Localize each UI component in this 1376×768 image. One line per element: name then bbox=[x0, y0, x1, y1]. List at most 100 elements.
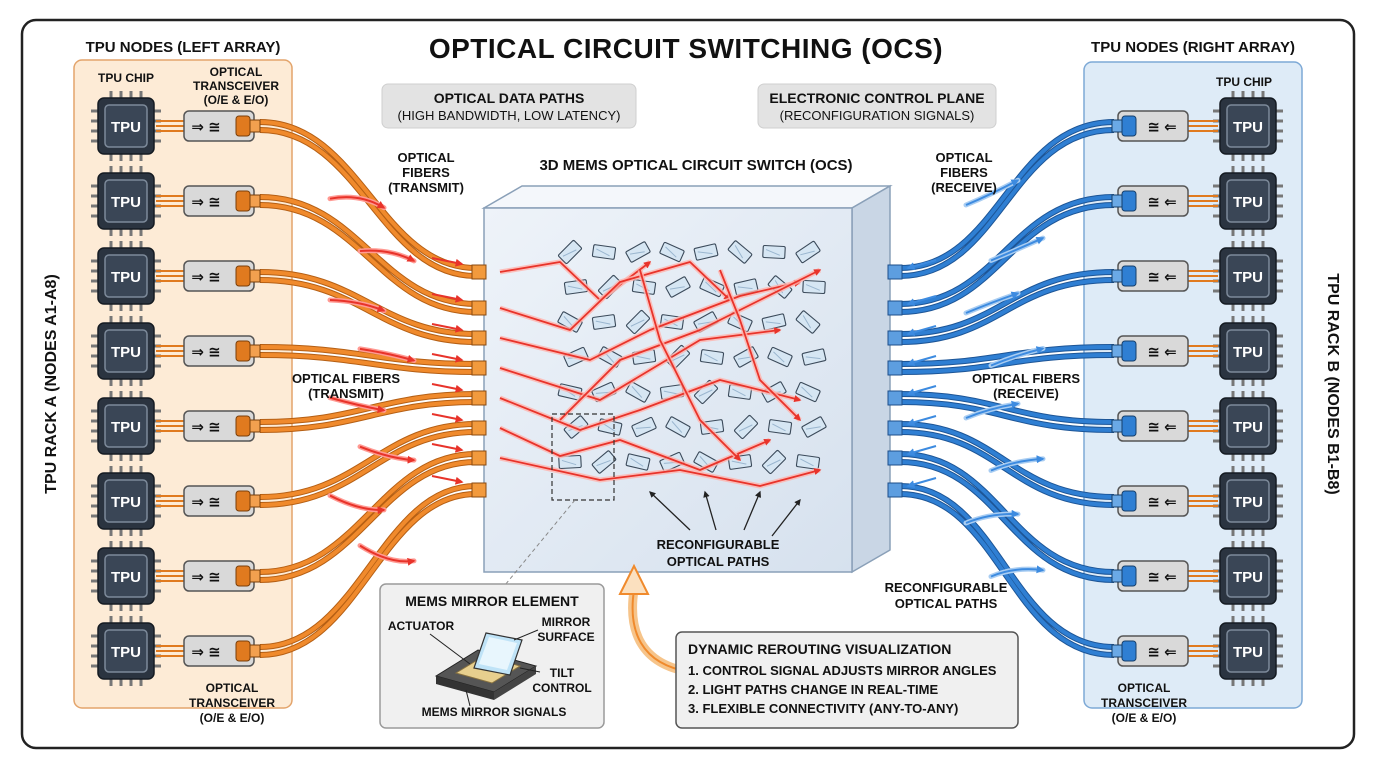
mems-mirror bbox=[665, 416, 691, 438]
switch-port-right bbox=[887, 450, 903, 466]
right-fiber-label-mid-1: OPTICAL FIBERS bbox=[972, 371, 1080, 386]
transceiver-glyph: ≅ ⇐ bbox=[1147, 269, 1176, 286]
switch-port-left bbox=[471, 482, 487, 498]
mems-mirror bbox=[665, 276, 691, 298]
port-arrow bbox=[906, 355, 937, 367]
mems-mirror bbox=[626, 310, 650, 334]
tpu-chip-icon: TPU bbox=[1213, 541, 1283, 611]
highlight-leader bbox=[504, 499, 576, 586]
tilt-control-label-1: TILT bbox=[550, 666, 575, 680]
transceiver-glyph: ≅ ⇐ bbox=[1147, 119, 1176, 136]
left-transceiver-label-1: OPTICAL bbox=[210, 65, 263, 79]
optical-transceiver-icon: ⇒ ≅ bbox=[183, 635, 261, 667]
right-fiber-label-top-3: (RECEIVE) bbox=[931, 180, 997, 195]
receive-arrow bbox=[965, 509, 1020, 524]
port-arrow bbox=[431, 413, 464, 423]
light-path bbox=[559, 269, 822, 421]
optical-transceiver-icon: ≅ ⇐ bbox=[1111, 335, 1189, 367]
mems-mirror bbox=[727, 240, 753, 264]
data-paths-subtitle: (HIGH BANDWIDTH, LOW LATENCY) bbox=[398, 108, 621, 123]
port-arrow bbox=[906, 325, 937, 337]
transmit-fibers bbox=[259, 119, 477, 658]
mems-mirror bbox=[659, 241, 685, 263]
left-transceiver-bottom-1: OPTICAL bbox=[206, 681, 259, 695]
transceiver-glyph: ≅ ⇐ bbox=[1147, 644, 1176, 661]
transceiver-glyph: ⇒ ≅ bbox=[191, 269, 220, 286]
tpu-chip-text: TPU bbox=[111, 344, 141, 361]
mems-mirror bbox=[734, 415, 758, 439]
switch-port-left bbox=[471, 330, 487, 346]
tpu-chip-icon: TPU bbox=[91, 616, 161, 686]
control-plane-subtitle: (RECONFIGURATION SIGNALS) bbox=[780, 108, 975, 123]
mems-mirror-box: MEMS MIRROR ELEMENT ACTUATOR MIRROR SURF… bbox=[379, 583, 605, 729]
rerouting-item-2: 2. LIGHT PATHS CHANGE IN REAL-TIME bbox=[688, 682, 938, 697]
mems-mirror bbox=[591, 450, 617, 474]
tpu-chip-text: TPU bbox=[1233, 494, 1263, 511]
tpu-chip-icon: TPU bbox=[1213, 466, 1283, 536]
tpu-chip-icon: TPU bbox=[91, 541, 161, 611]
receive-arrow bbox=[965, 400, 1020, 419]
mems-mirror bbox=[762, 450, 786, 474]
transceiver-glyph: ⇒ ≅ bbox=[191, 344, 220, 361]
optical-transceiver-icon: ⇒ ≅ bbox=[183, 485, 261, 517]
port-arrow bbox=[431, 323, 464, 333]
light-path bbox=[499, 279, 802, 361]
mems-mirror bbox=[801, 416, 827, 438]
receive-arrow bbox=[990, 455, 1045, 472]
port-arrow bbox=[431, 383, 464, 393]
mems-mirror bbox=[767, 346, 793, 368]
transceiver-glyph: ≅ ⇐ bbox=[1147, 194, 1176, 211]
left-fiber-label-top-1: OPTICAL bbox=[397, 150, 454, 165]
control-plane-box: ELECTRONIC CONTROL PLANE (RECONFIGURATIO… bbox=[757, 83, 997, 129]
switch-reconfig-label-1: RECONFIGURABLE bbox=[657, 537, 780, 552]
light-path bbox=[719, 269, 802, 422]
switch-reconfig-label-2: OPTICAL PATHS bbox=[667, 554, 770, 569]
port-arrow bbox=[431, 353, 464, 363]
optical-transceiver-icon: ⇒ ≅ bbox=[183, 260, 261, 292]
right-fiber-label-top-1: OPTICAL bbox=[935, 150, 992, 165]
left-transceiver-label-2: TRANSCEIVER bbox=[193, 79, 279, 93]
right-reconfig-label-2: OPTICAL PATHS bbox=[895, 596, 998, 611]
tpu-chip-icon: TPU bbox=[91, 241, 161, 311]
mems-mirror bbox=[591, 314, 617, 330]
mems-mirror bbox=[795, 240, 821, 264]
tpu-chip-icon: TPU bbox=[1213, 166, 1283, 236]
transceiver-glyph: ⇒ ≅ bbox=[191, 494, 220, 511]
mems-mirror bbox=[693, 243, 719, 261]
transmit-arrow bbox=[329, 494, 386, 515]
port-arrow bbox=[431, 293, 464, 303]
transmit-arrow bbox=[359, 544, 416, 566]
receive-arrow bbox=[990, 237, 1045, 262]
ocs-switch-box bbox=[481, 184, 893, 574]
transceiver-glyph: ⇒ ≅ bbox=[191, 569, 220, 586]
switch-port-right bbox=[887, 482, 903, 498]
rerouting-title: DYNAMIC REROUTING VISUALIZATION bbox=[688, 641, 951, 657]
transceiver-glyph: ≅ ⇐ bbox=[1147, 419, 1176, 436]
switch-port-left bbox=[471, 450, 487, 466]
light-path bbox=[499, 261, 732, 331]
actuator-label: ACTUATOR bbox=[388, 619, 455, 633]
right-chip-label: TPU CHIP bbox=[1216, 75, 1272, 89]
tpu-chip-text: TPU bbox=[111, 194, 141, 211]
optical-transceiver-icon: ≅ ⇐ bbox=[1111, 410, 1189, 442]
control-plane-title: ELECTRONIC CONTROL PLANE bbox=[769, 90, 984, 106]
transceiver-glyph: ≅ ⇐ bbox=[1147, 569, 1176, 586]
light-path bbox=[499, 427, 772, 471]
mems-mirror bbox=[558, 454, 582, 470]
data-paths-title: OPTICAL DATA PATHS bbox=[434, 90, 585, 106]
port-arrow bbox=[431, 257, 464, 267]
port-arrow bbox=[906, 259, 937, 271]
mems-mirror-icon bbox=[434, 632, 538, 700]
optical-transceiver-icon: ≅ ⇐ bbox=[1111, 185, 1189, 217]
mems-mirror bbox=[625, 381, 651, 403]
right-transceiver-bottom-3: (O/E & E/O) bbox=[1112, 711, 1177, 725]
light-path bbox=[499, 327, 782, 401]
mems-mirror bbox=[795, 454, 821, 470]
tpu-chip-text: TPU bbox=[111, 419, 141, 436]
mems-mirror bbox=[699, 349, 725, 365]
rerouting-box: DYNAMIC REROUTING VISUALIZATION 1. CONTR… bbox=[675, 631, 1019, 729]
receive-arrows bbox=[906, 177, 1046, 579]
light-path bbox=[639, 269, 742, 462]
tpu-chip-text: TPU bbox=[111, 494, 141, 511]
reconfig-pointers bbox=[649, 490, 801, 537]
